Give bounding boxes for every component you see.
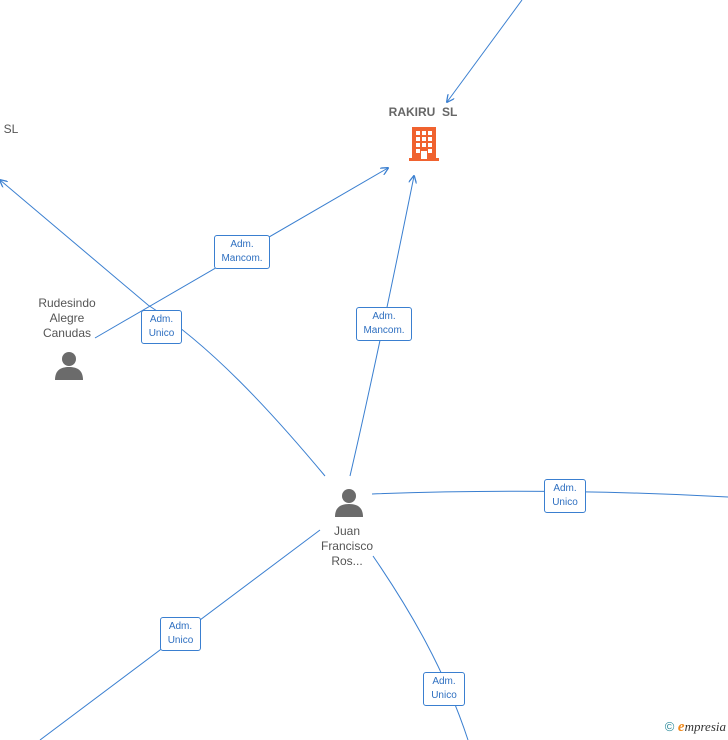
edge-label-line1: Adm.	[230, 239, 254, 250]
person-rudesindo-line3: Canudas	[42, 326, 92, 340]
person-juan-name[interactable]: Juan Francisco Ros...	[302, 524, 392, 569]
person-juan-line3: Ros...	[331, 554, 363, 568]
edge-label-line2: Unico	[552, 497, 578, 508]
building-icon[interactable]	[409, 127, 439, 161]
empresia-logo-initial: e	[677, 719, 685, 735]
edge-label-line2: Unico	[148, 328, 175, 339]
company-rakiru-title[interactable]: RAKIRU SL	[388, 105, 458, 119]
empresia-logo-text: mpresia	[684, 719, 726, 734]
edge-label-juan-rakiru[interactable]: Adm. Mancom.	[356, 307, 412, 341]
edge-label-line2: Mancom.	[363, 325, 405, 336]
person-rudesindo-line2: Alegre	[49, 311, 85, 325]
edge-label-line1: Adm.	[432, 676, 456, 687]
edge-label-line1: Adm.	[372, 311, 396, 322]
edge-label-line2: Mancom.	[221, 253, 263, 264]
edge-label-line1: Adm.	[553, 483, 577, 494]
edge-label-rudesindo-rakiru[interactable]: Adm. Mancom.	[214, 235, 270, 269]
edge-label-juan-bottomleft[interactable]: Adm. Unico	[160, 617, 201, 651]
person-icon[interactable]	[334, 487, 364, 517]
person-juan-line2: Francisco	[320, 539, 373, 553]
edge-label-line2: Unico	[431, 690, 457, 701]
edge-label-line2: Unico	[167, 635, 194, 646]
person-rudesindo-name[interactable]: Rudesindo Alegre Canudas	[22, 296, 112, 341]
person-juan-line1: Juan	[333, 524, 361, 538]
company-left-title[interactable]: SL	[3, 122, 19, 136]
edge-label-line1: Adm.	[149, 314, 174, 325]
edge-label-juan-right[interactable]: Adm. Unico	[544, 479, 586, 513]
edge-juan-bottom	[372, 555, 469, 740]
person-rudesindo-line1: Rudesindo	[38, 296, 96, 310]
person-icon[interactable]	[54, 350, 84, 380]
copyright-symbol: ©	[664, 719, 675, 734]
edge-label-juan-bottom[interactable]: Adm. Unico	[423, 672, 465, 706]
edge-juan-right	[371, 490, 728, 498]
empresia-watermark: © empresia	[665, 719, 726, 736]
edge-label-juan-left[interactable]: Adm. Unico	[141, 310, 182, 344]
edge-label-line1: Adm.	[168, 621, 193, 632]
edge-top-to-rakiru	[447, 0, 523, 102]
